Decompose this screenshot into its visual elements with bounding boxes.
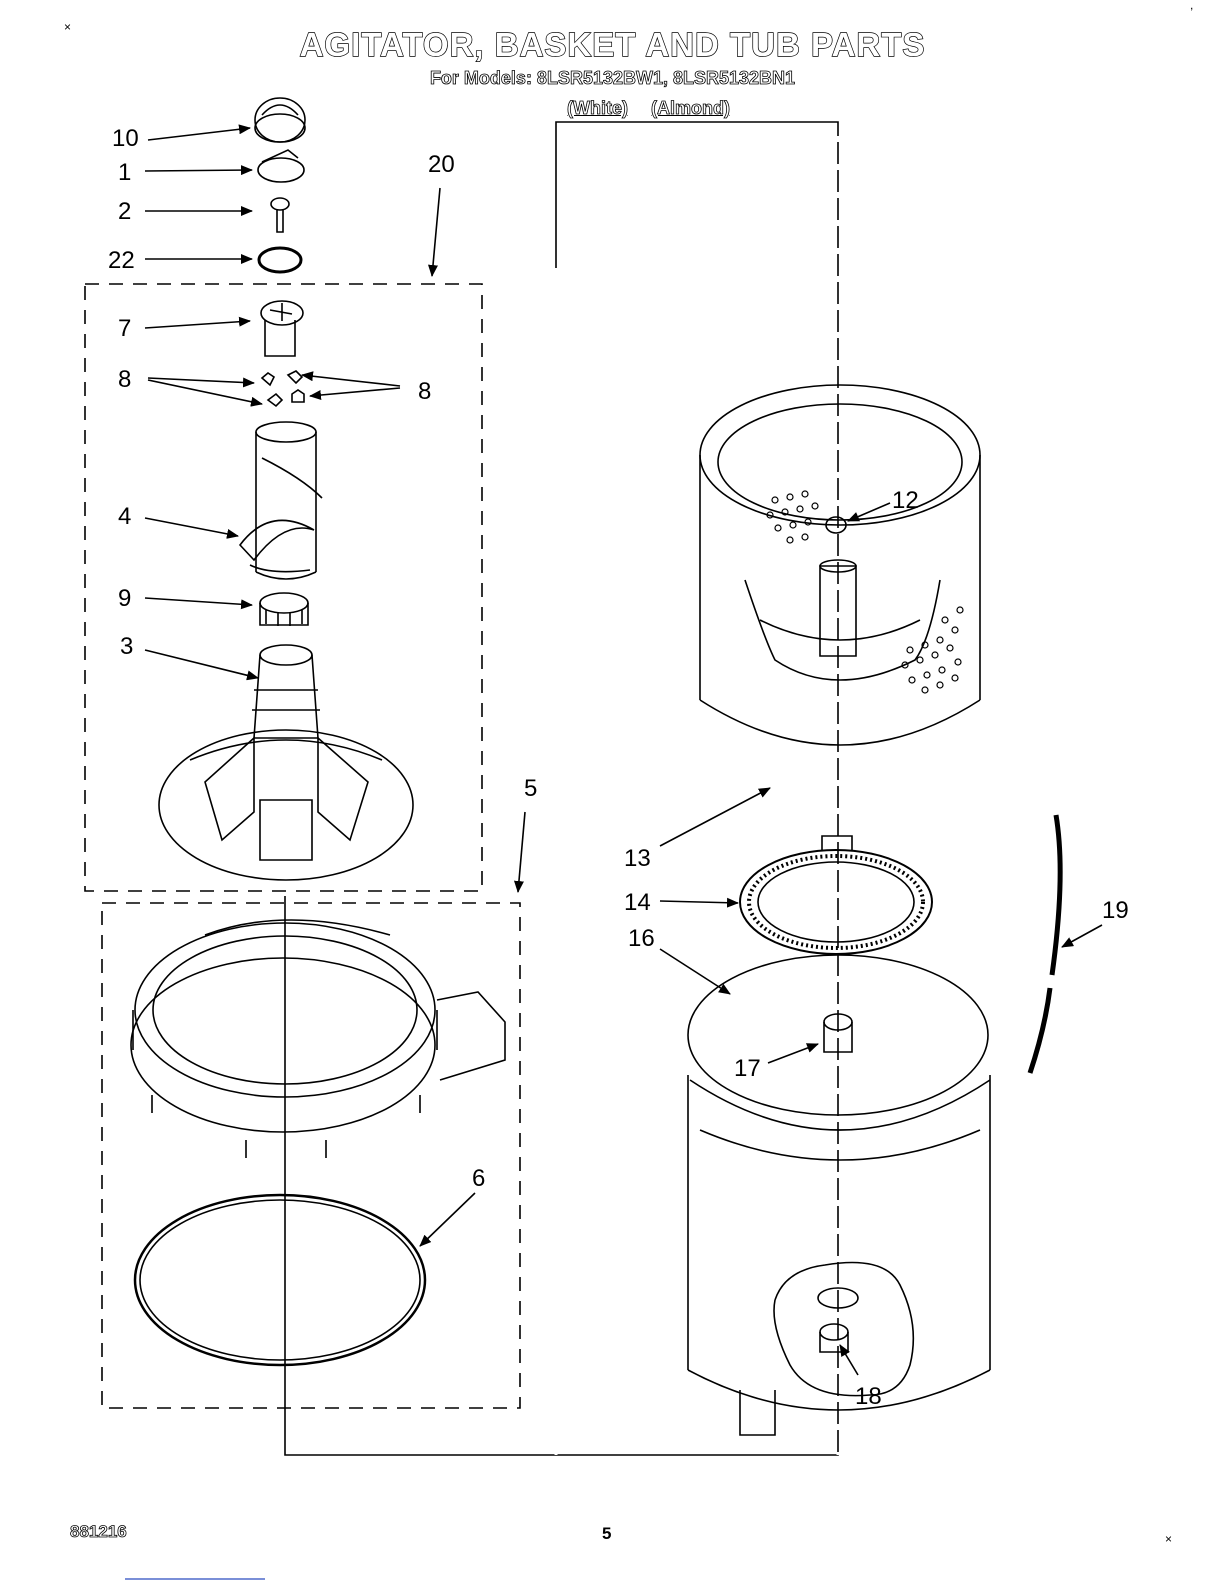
- part-14-seal: [740, 836, 932, 954]
- color-almond-label: (Almond): [651, 98, 730, 119]
- part-3-agitator-base: [159, 645, 413, 880]
- callout-8-left: 8: [118, 366, 131, 393]
- part-6-snap-ring: [135, 1195, 425, 1365]
- callout-10: 10: [112, 125, 139, 152]
- part-4-agitator-barrel: [240, 422, 322, 579]
- page-number: 5: [602, 1524, 611, 1544]
- callout-14: 14: [624, 889, 651, 916]
- page-title: AGITATOR, BASKET AND TUB PARTS: [0, 26, 1225, 64]
- callout-17: 17: [734, 1055, 761, 1082]
- part-2-bolt: [271, 198, 289, 232]
- callout-18: 18: [855, 1383, 882, 1410]
- callout-3: 3: [120, 633, 133, 660]
- part-16-outer-tub: [688, 955, 990, 1435]
- part-7-cam: [261, 301, 303, 356]
- part-9-coupler: [260, 593, 308, 626]
- part-13-basket: [700, 385, 980, 745]
- callout-20: 20: [428, 151, 455, 178]
- connector-line: [285, 122, 838, 1455]
- part-22-o-ring: [259, 248, 301, 272]
- callout-13: 13: [624, 845, 651, 872]
- callout-4: 4: [118, 503, 131, 530]
- corner-mark-top-right: ,: [1190, 0, 1193, 12]
- callout-2: 2: [118, 198, 131, 225]
- part-1-cap: [258, 150, 304, 182]
- callout-16: 16: [628, 925, 655, 952]
- document-code: 881216: [70, 1522, 127, 1542]
- part-8-dogs: [262, 371, 304, 406]
- callout-9: 9: [118, 585, 131, 612]
- part-18-seal: [820, 1324, 848, 1352]
- leader-arrows: [145, 128, 1102, 1375]
- callout-12: 12: [892, 487, 919, 514]
- color-white-label: (White): [567, 98, 628, 119]
- callout-8-right: 8: [418, 378, 431, 405]
- callout-labels: 10 1 2 22 20 7 8 8 4 9 3 5 6 12 13 14 16…: [108, 125, 1129, 1410]
- callout-19: 19: [1102, 897, 1129, 924]
- models-subtitle: For Models: 8LSR5132BW1, 8LSR5132BN1: [0, 68, 1225, 89]
- footer-link-underline[interactable]: [125, 1578, 265, 1580]
- part-19-hose: [1030, 815, 1060, 1073]
- callout-1: 1: [118, 159, 131, 186]
- part-5-tub-ring: [131, 920, 505, 1158]
- corner-mark-bottom-right: ×: [1165, 1532, 1172, 1546]
- callout-5: 5: [524, 775, 537, 802]
- callout-6: 6: [472, 1165, 485, 1192]
- part-10-agitator-cap: [255, 98, 305, 142]
- callout-7: 7: [118, 315, 131, 342]
- callout-22: 22: [108, 247, 135, 274]
